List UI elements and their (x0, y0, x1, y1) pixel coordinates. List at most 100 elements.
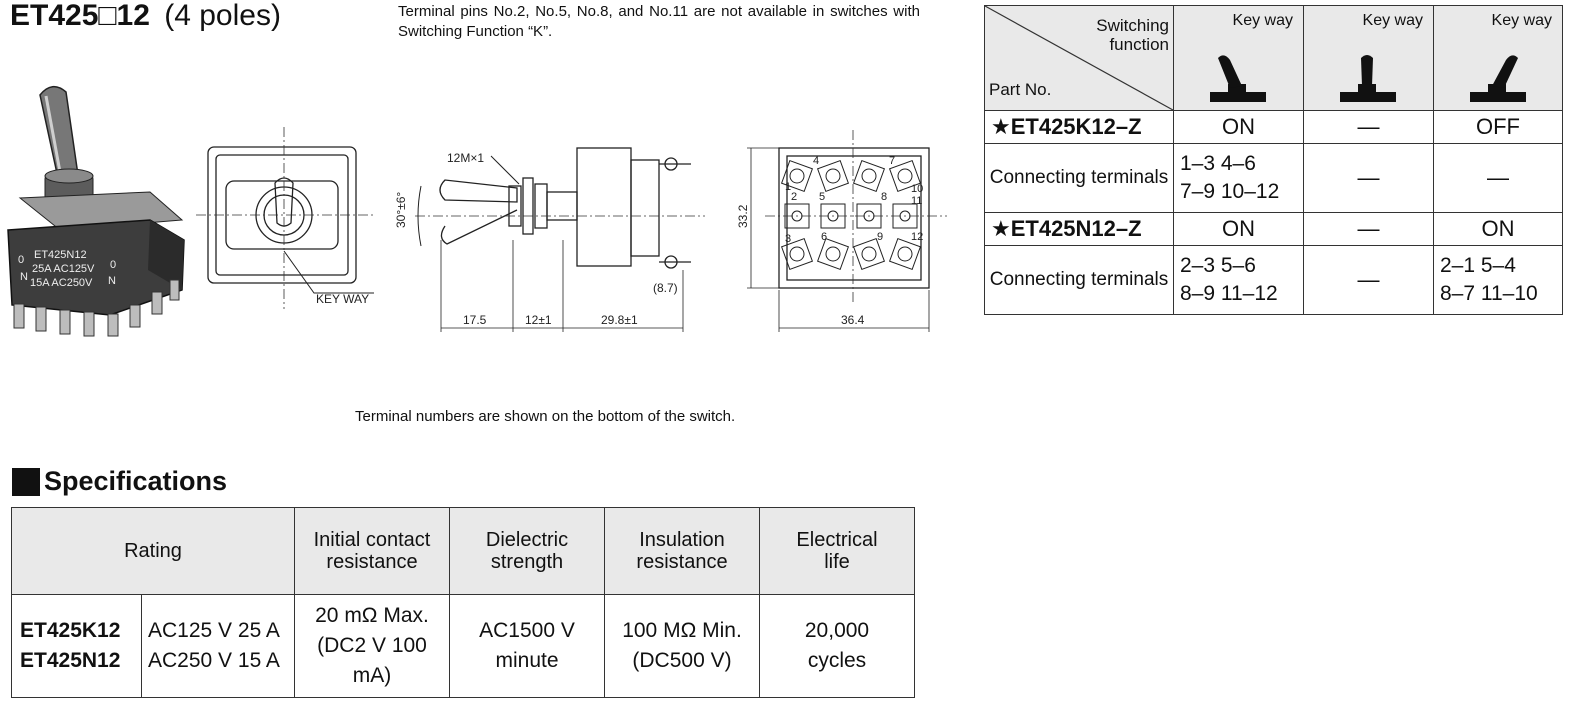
part-no-label: Part No. (989, 80, 1052, 99)
terminal-number: 10 (911, 183, 923, 195)
position-cell: — (1303, 110, 1434, 144)
connection-pair: 8–7 11–10 (1440, 282, 1538, 305)
terminal-number: 6 (821, 231, 827, 243)
heading-text: Specifications (44, 466, 228, 496)
model-cell: ★ET425N12–Z (984, 212, 1174, 246)
spec-value: AC1500 V (479, 619, 575, 642)
connection-cell: — (1303, 245, 1434, 315)
key-way-header-1: Key way (1173, 5, 1304, 111)
header-line: Electrical (796, 529, 878, 551)
spec-value: 100 MΩ Min. (622, 619, 742, 642)
connection-pair: 2–1 5–4 (1440, 254, 1516, 277)
header-line: strength (490, 551, 564, 573)
length-2-label: 12±1 (525, 313, 552, 327)
table-row: ★ET425N12–Z ON — ON (984, 212, 1563, 246)
contact-resistance-cell: 20 mΩ Max. (DC2 V 100 mA) (294, 594, 450, 698)
spec-value: 20 mΩ Max. (315, 604, 429, 627)
table-row: Connecting terminals 1–3 4–6 7–9 10–12 —… (984, 143, 1563, 213)
connecting-terminals-label: Connecting terminals (984, 245, 1174, 315)
life-cell: 20,000 cycles (759, 594, 915, 698)
position-cell: ON (1173, 110, 1304, 144)
connection-cell: 2–1 5–4 8–7 11–10 (1433, 245, 1563, 315)
heading-square-icon (12, 467, 40, 496)
terminal-note: Terminal pins No.2, No.5, No.8, and No.1… (398, 3, 920, 40)
product-title: ET425□12 (4 poles) (10, 0, 281, 34)
model-name: ET425K12 (20, 619, 121, 642)
height-label: 33.2 (736, 204, 750, 228)
terminal-number: 12 (911, 231, 923, 243)
rating-header: Rating (11, 507, 295, 595)
offset-label: (8.7) (653, 281, 678, 295)
thread-label: 12M×1 (447, 151, 484, 165)
specifications-heading: Specifications (12, 466, 227, 497)
connection-cell: 1–3 4–6 7–9 10–12 (1173, 143, 1304, 213)
connection-cell: 2–3 5–6 8–9 11–12 (1173, 245, 1304, 315)
rating-value: AC125 V 25 A (148, 619, 280, 642)
terminal-number: 4 (813, 155, 819, 167)
connection-cell: — (1433, 143, 1563, 213)
key-way-label: Key way (1232, 12, 1293, 29)
terminal-number: 2 (791, 191, 797, 203)
terminal-number: 5 (819, 191, 825, 203)
lever-right-icon (1470, 55, 1526, 102)
table-row: ET425K12 ET425N12 AC125 V 25 A AC250 V 1… (11, 594, 915, 698)
key-way-label: Key way (1362, 12, 1423, 29)
side-view-drawing: 30°±6° 12M×1 (8.7) 17.5 12±1 29.8±1 (395, 147, 705, 332)
switch-photo: ET425N12 25A AC125V 15A AC250V 0 0 N N (7, 86, 185, 337)
table-row: ★ET425K12–Z ON — OFF (984, 110, 1563, 144)
dielectric-header: Dielectric strength (449, 507, 605, 595)
terminal-footnote: Terminal numbers are shown on the bottom… (355, 408, 736, 425)
header-line: resistance (326, 551, 418, 573)
position-cell: OFF (1433, 110, 1563, 144)
model-cell: ★ET425K12–Z (984, 110, 1174, 144)
width-label: 36.4 (841, 313, 865, 327)
photo-marking-model: ET425N12 (34, 249, 87, 261)
header-line: Insulation (639, 529, 725, 551)
connection-cell: — (1303, 143, 1434, 213)
spec-value: (DC500 V) (632, 649, 732, 672)
position-cell: ON (1173, 212, 1304, 246)
terminal-number: 3 (785, 233, 791, 245)
photo-marking-rating2: 15A AC250V (30, 277, 93, 289)
header-line: Initial contact (313, 529, 431, 551)
photo-marking-0b: 0 (110, 259, 116, 271)
life-header: Electrical life (759, 507, 915, 595)
spec-value: cycles (807, 649, 867, 672)
terminal-number: 7 (889, 155, 895, 167)
header-line: life (824, 551, 850, 573)
part-number: ET425□12 (10, 0, 150, 32)
models-cell: ET425K12 ET425N12 (11, 594, 142, 698)
terminal-number: 1 (785, 181, 791, 193)
photo-marking-0a: 0 (18, 254, 24, 266)
photo-marking-rating1: 25A AC125V (32, 263, 95, 275)
terminal-number: 11 (911, 195, 922, 207)
key-way-label: KEY WAY (316, 292, 369, 306)
table-header-row: Rating Initial contact resistance Dielec… (11, 507, 915, 595)
position-cell: ON (1433, 212, 1563, 246)
spec-value: 20,000 (804, 619, 870, 642)
header-line: resistance (636, 551, 728, 573)
terminal-number: 8 (881, 191, 887, 203)
connection-pair: 2–3 5–6 (1180, 254, 1256, 277)
specifications-table: Rating Initial contact resistance Dielec… (11, 507, 915, 698)
header-line: Dielectric (485, 529, 569, 551)
rating-value: AC250 V 15 A (148, 649, 280, 672)
position-cell: — (1303, 212, 1434, 246)
angle-label: 30°±6° (395, 192, 408, 228)
insulation-cell: 100 MΩ Min. (DC500 V) (604, 594, 760, 698)
connection-pair: 1–3 4–6 (1180, 152, 1256, 175)
length-1-label: 17.5 (463, 313, 487, 327)
length-3-label: 29.8±1 (601, 313, 638, 327)
lever-center-icon (1340, 55, 1396, 102)
spec-value: (DC2 V 100 mA) (317, 634, 427, 687)
key-way-header-2: Key way (1303, 5, 1434, 111)
connecting-terminals-label: Connecting terminals (984, 143, 1174, 213)
dielectric-cell: AC1500 V minute (449, 594, 605, 698)
connection-pair: 8–9 11–12 (1180, 282, 1278, 305)
terminal-number: 9 (877, 231, 883, 243)
terminal-view-drawing: 1 2 3 4 5 6 7 8 9 10 11 12 33.2 36.4 (736, 130, 947, 332)
